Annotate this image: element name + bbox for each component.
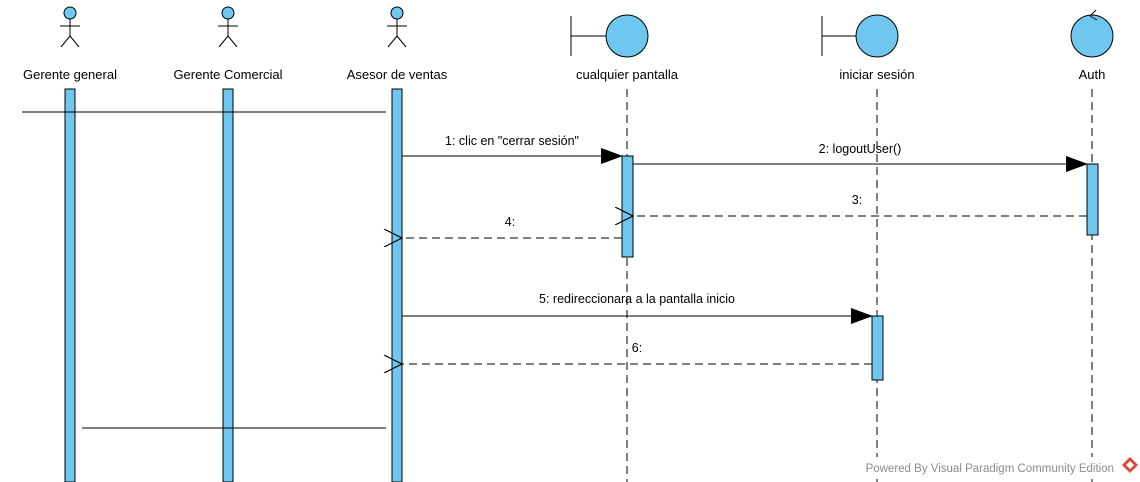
participant-cualquier-pantalla[interactable]: cualquier pantalla bbox=[570, 14, 679, 482]
message-2[interactable]: 2: logoutUser() bbox=[633, 142, 1088, 172]
stick-figure-icon bbox=[218, 6, 238, 48]
message-label: 2: logoutUser() bbox=[819, 142, 902, 156]
message-6[interactable]: 6: bbox=[402, 341, 872, 364]
stick-figure-icon bbox=[60, 6, 80, 48]
message-1[interactable]: 1: clic en "cerrar sesión" bbox=[402, 134, 623, 164]
activation-bar bbox=[871, 315, 884, 381]
control-icon bbox=[1070, 9, 1114, 58]
message-5[interactable]: 5: redireccionara a la pantalla inicio bbox=[402, 292, 873, 324]
actor-gerente-comercial[interactable]: Gerente Comercial bbox=[173, 6, 283, 482]
participant-auth[interactable]: Auth bbox=[1070, 9, 1114, 482]
watermark-background bbox=[795, 457, 1120, 477]
boundary-icon bbox=[570, 14, 649, 58]
participant-label: Auth bbox=[1079, 67, 1106, 82]
participant-label: iniciar sesión bbox=[839, 67, 914, 82]
message-label: 3: bbox=[852, 193, 862, 207]
actor-label: Gerente Comercial bbox=[173, 67, 282, 82]
activation-bar bbox=[621, 155, 634, 258]
visual-paradigm-logo-icon bbox=[1122, 457, 1138, 473]
message-label: 6: bbox=[632, 341, 642, 355]
actor-gerente-general[interactable]: Gerente general bbox=[23, 6, 117, 482]
participant-iniciar-sesion[interactable]: iniciar sesión bbox=[821, 14, 915, 482]
participant-label: cualquier pantalla bbox=[576, 67, 679, 82]
activation-bar bbox=[64, 88, 76, 482]
activation-bar bbox=[1086, 163, 1099, 236]
message-label: 4: bbox=[505, 215, 515, 229]
stick-figure-icon bbox=[387, 6, 407, 48]
boundary-icon bbox=[821, 14, 899, 58]
message-label: 1: clic en "cerrar sesión" bbox=[445, 134, 579, 148]
watermark-text: Powered By Visual Paradigm Community Edi… bbox=[866, 463, 1114, 475]
powered-by-watermark: Powered By Visual Paradigm Community Edi… bbox=[795, 457, 1138, 477]
message-4[interactable]: 4: bbox=[402, 215, 622, 238]
activation-bar bbox=[222, 88, 234, 482]
actor-label: Gerente general bbox=[23, 67, 117, 82]
actor-asesor-de-ventas[interactable]: Asesor de ventas bbox=[347, 6, 448, 482]
message-label: 5: redireccionara a la pantalla inicio bbox=[539, 292, 735, 306]
activation-bar bbox=[391, 88, 403, 482]
message-3[interactable]: 3: bbox=[633, 193, 1087, 216]
actor-label: Asesor de ventas bbox=[347, 67, 448, 82]
